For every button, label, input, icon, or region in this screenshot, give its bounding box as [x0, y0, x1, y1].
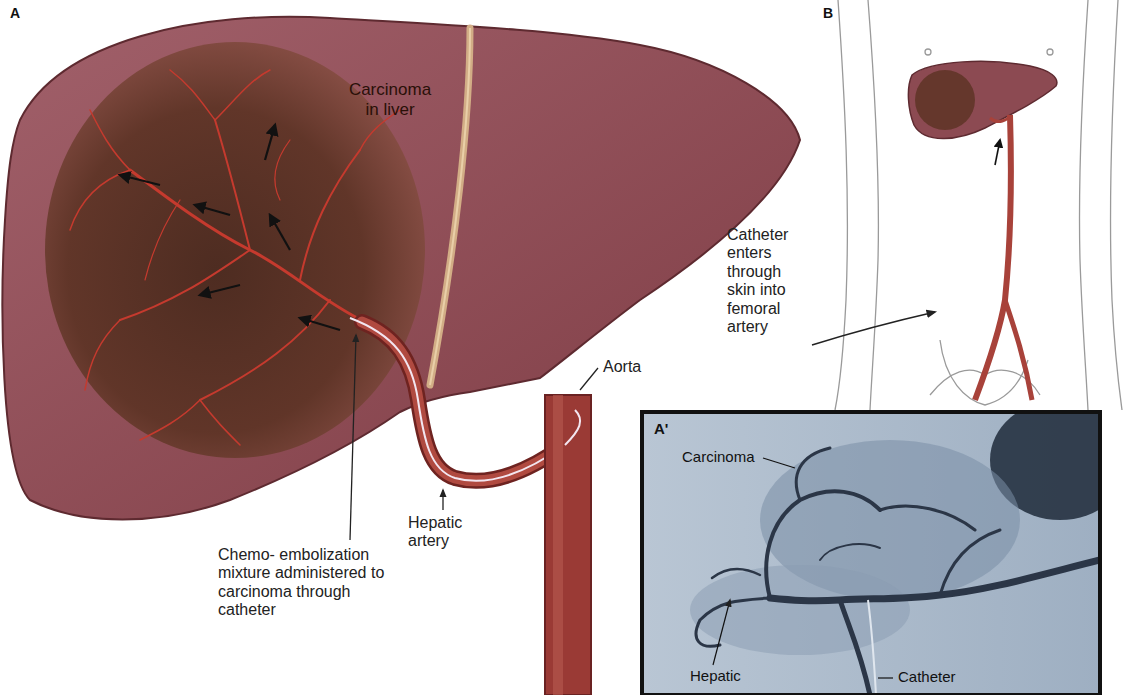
- tumor-vessels: [70, 70, 400, 445]
- image-label: Catheter: [898, 668, 978, 685]
- image-label: Hepatic: [690, 667, 760, 684]
- access-label: Catheter enters through skin into femora…: [727, 226, 807, 336]
- flow-arrows: [120, 125, 340, 330]
- body-liver-small: [812, 61, 1057, 400]
- organ-label: Carcinoma in liver: [340, 80, 440, 119]
- vessel-label: Hepatic artery: [408, 514, 480, 551]
- procedure-label: Chemo- embolization mixture administered…: [218, 546, 408, 620]
- panel-letter: B: [823, 5, 853, 21]
- panel-letter: A': [654, 420, 684, 437]
- image-label: Carcinoma: [682, 448, 762, 465]
- panel-letter: A: [10, 5, 40, 21]
- vessel-label: Aorta: [603, 358, 663, 376]
- angiogram-inset: [642, 400, 1130, 695]
- body-outline: [835, 0, 1122, 410]
